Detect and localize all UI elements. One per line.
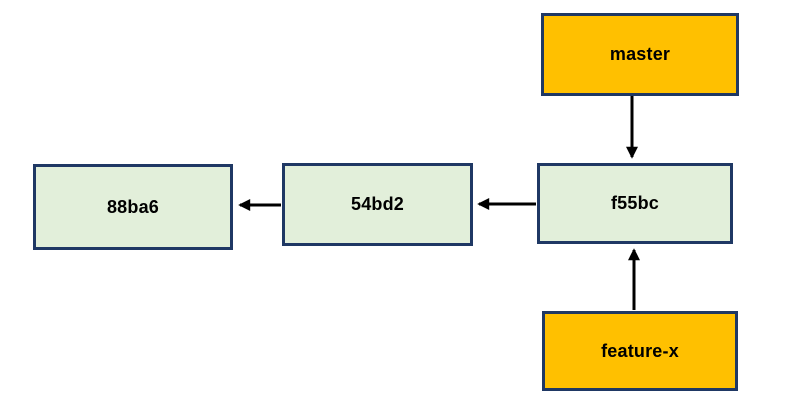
commit-box-54bd2: 54bd2 [282, 163, 473, 246]
branch-box-master: master [541, 13, 739, 96]
branch-label-feature-x: feature-x [601, 340, 679, 361]
branch-label-master: master [609, 44, 671, 64]
commit-label-54bd2: 54bd2 [350, 194, 405, 214]
commit-label-88ba6: 88ba6 [106, 196, 160, 217]
commit-label-f55bc: f55bc [610, 193, 660, 213]
branch-box-feature-x: feature-x [542, 311, 738, 391]
commit-box-88ba6: 88ba6 [33, 164, 233, 250]
commit-box-f55bc: f55bc [537, 163, 733, 244]
